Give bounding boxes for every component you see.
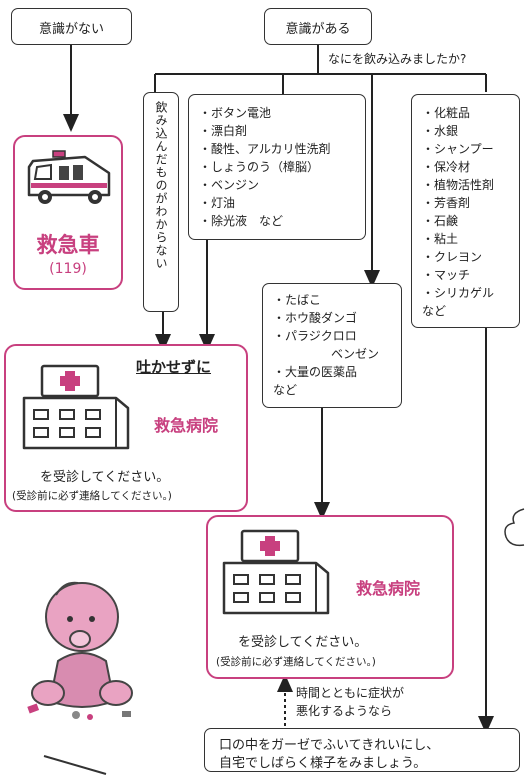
list-a-item: ・ベンジン [199, 178, 260, 192]
unknown-substance-label: 飲み込んだものがわからない [154, 101, 168, 270]
list-a-item: ・ボタン電池 [199, 106, 272, 120]
list-a-item: ・漂白剤 [199, 124, 248, 138]
home-care-line-2: 自宅でしばらく様子をみましょう。 [219, 756, 427, 771]
list-b-item: など [422, 304, 447, 318]
ambulance-number: (119) [49, 261, 87, 277]
hospital-1-name: 救急病院 [154, 416, 219, 435]
list-b-item: ・保冷材 [422, 160, 471, 174]
list-a-item: ・除光液 など [199, 214, 284, 228]
unknown-substance-box: 飲み込んだものがわからない [143, 92, 179, 312]
list-b-item: ・シャンプー [422, 142, 494, 156]
substance-list-c: ・たばこ ・ホウ酸ダンゴ ・パラジクロロ ベンゼン ・大量の医薬品 など [262, 283, 402, 408]
list-a-item: ・灯油 [199, 196, 236, 210]
hospital-2-name: 救急病院 [356, 579, 421, 598]
unconscious-label: 意識がない [38, 22, 104, 37]
hospital-icon [22, 364, 130, 450]
worsen-note-line-1: 時間とともに症状が [296, 686, 405, 700]
ambulance-box: 救急車 (119) [13, 135, 123, 290]
list-c-item: ・パラジクロロ [273, 329, 357, 343]
worsen-note-line-2: 悪化するようなら [296, 704, 393, 718]
cloud-doodle [504, 508, 525, 547]
list-b-item: ・水銀 [422, 124, 459, 138]
list-c-item: ・大量の医薬品 [273, 365, 358, 379]
no-vomit-note: 吐かせずに [136, 358, 212, 376]
list-b-item: ・マッチ [422, 268, 471, 282]
ambulance-icon [27, 150, 111, 204]
hospital-1-sub: (受診前に必ず連絡してください。) [12, 490, 172, 502]
list-c-item: など [273, 383, 298, 397]
home-care-box: 口の中をガーゼでふいてきれいにし、 自宅でしばらく様子をみましょう。 [204, 728, 520, 772]
hospital-box-2: 救急病院 を受診してください。 (受診前に必ず連絡してください。) [206, 515, 454, 679]
decorative-line [43, 755, 107, 775]
list-b-item: ・芳香剤 [422, 196, 471, 210]
list-b-item: ・石鹸 [422, 214, 459, 228]
home-care-line-1: 口の中をガーゼでふいてきれいにし、 [219, 738, 440, 753]
baby-illustration [27, 581, 133, 720]
hospital-icon [222, 529, 330, 615]
list-b-item: ・クレヨン [422, 250, 483, 264]
hospital-1-text: を受診してください。 [40, 470, 170, 485]
hospital-2-sub: (受診前に必ず連絡してください。) [216, 656, 376, 668]
conscious-box: 意識がある [264, 8, 372, 45]
ambulance-label: 救急車 [36, 233, 100, 257]
list-c-item: ・ホウ酸ダンゴ [273, 311, 358, 325]
unconscious-box: 意識がない [11, 8, 132, 45]
conscious-label: 意識がある [285, 22, 351, 37]
list-a-item: ・しょうのう（樟脳） [199, 160, 320, 174]
list-a-item: ・酸性、アルカリ性洗剤 [199, 142, 331, 156]
list-b-item: ・粘土 [422, 232, 459, 246]
list-c-item: ・たばこ [273, 293, 322, 307]
hospital-box-1: 吐かせずに 救急病院 を受診してください。 (受診前に必ず連絡してください。) [4, 344, 248, 512]
hospital-2-text: を受診してください。 [238, 635, 368, 650]
substance-list-b: ・化粧品 ・水銀 ・シャンプー ・保冷材 ・植物活性剤 ・芳香剤 ・石鹸 ・粘土… [411, 94, 520, 328]
list-b-item: ・化粧品 [422, 106, 471, 120]
substance-list-a: ・ボタン電池 ・漂白剤 ・酸性、アルカリ性洗剤 ・しょうのう（樟脳） ・ベンジン… [188, 94, 366, 240]
question-label: なにを飲み込みましたか? [328, 52, 467, 66]
list-b-item: ・植物活性剤 [422, 178, 495, 192]
list-c-item: ベンゼン [331, 347, 380, 361]
list-b-item: ・シリカゲル [422, 286, 495, 300]
